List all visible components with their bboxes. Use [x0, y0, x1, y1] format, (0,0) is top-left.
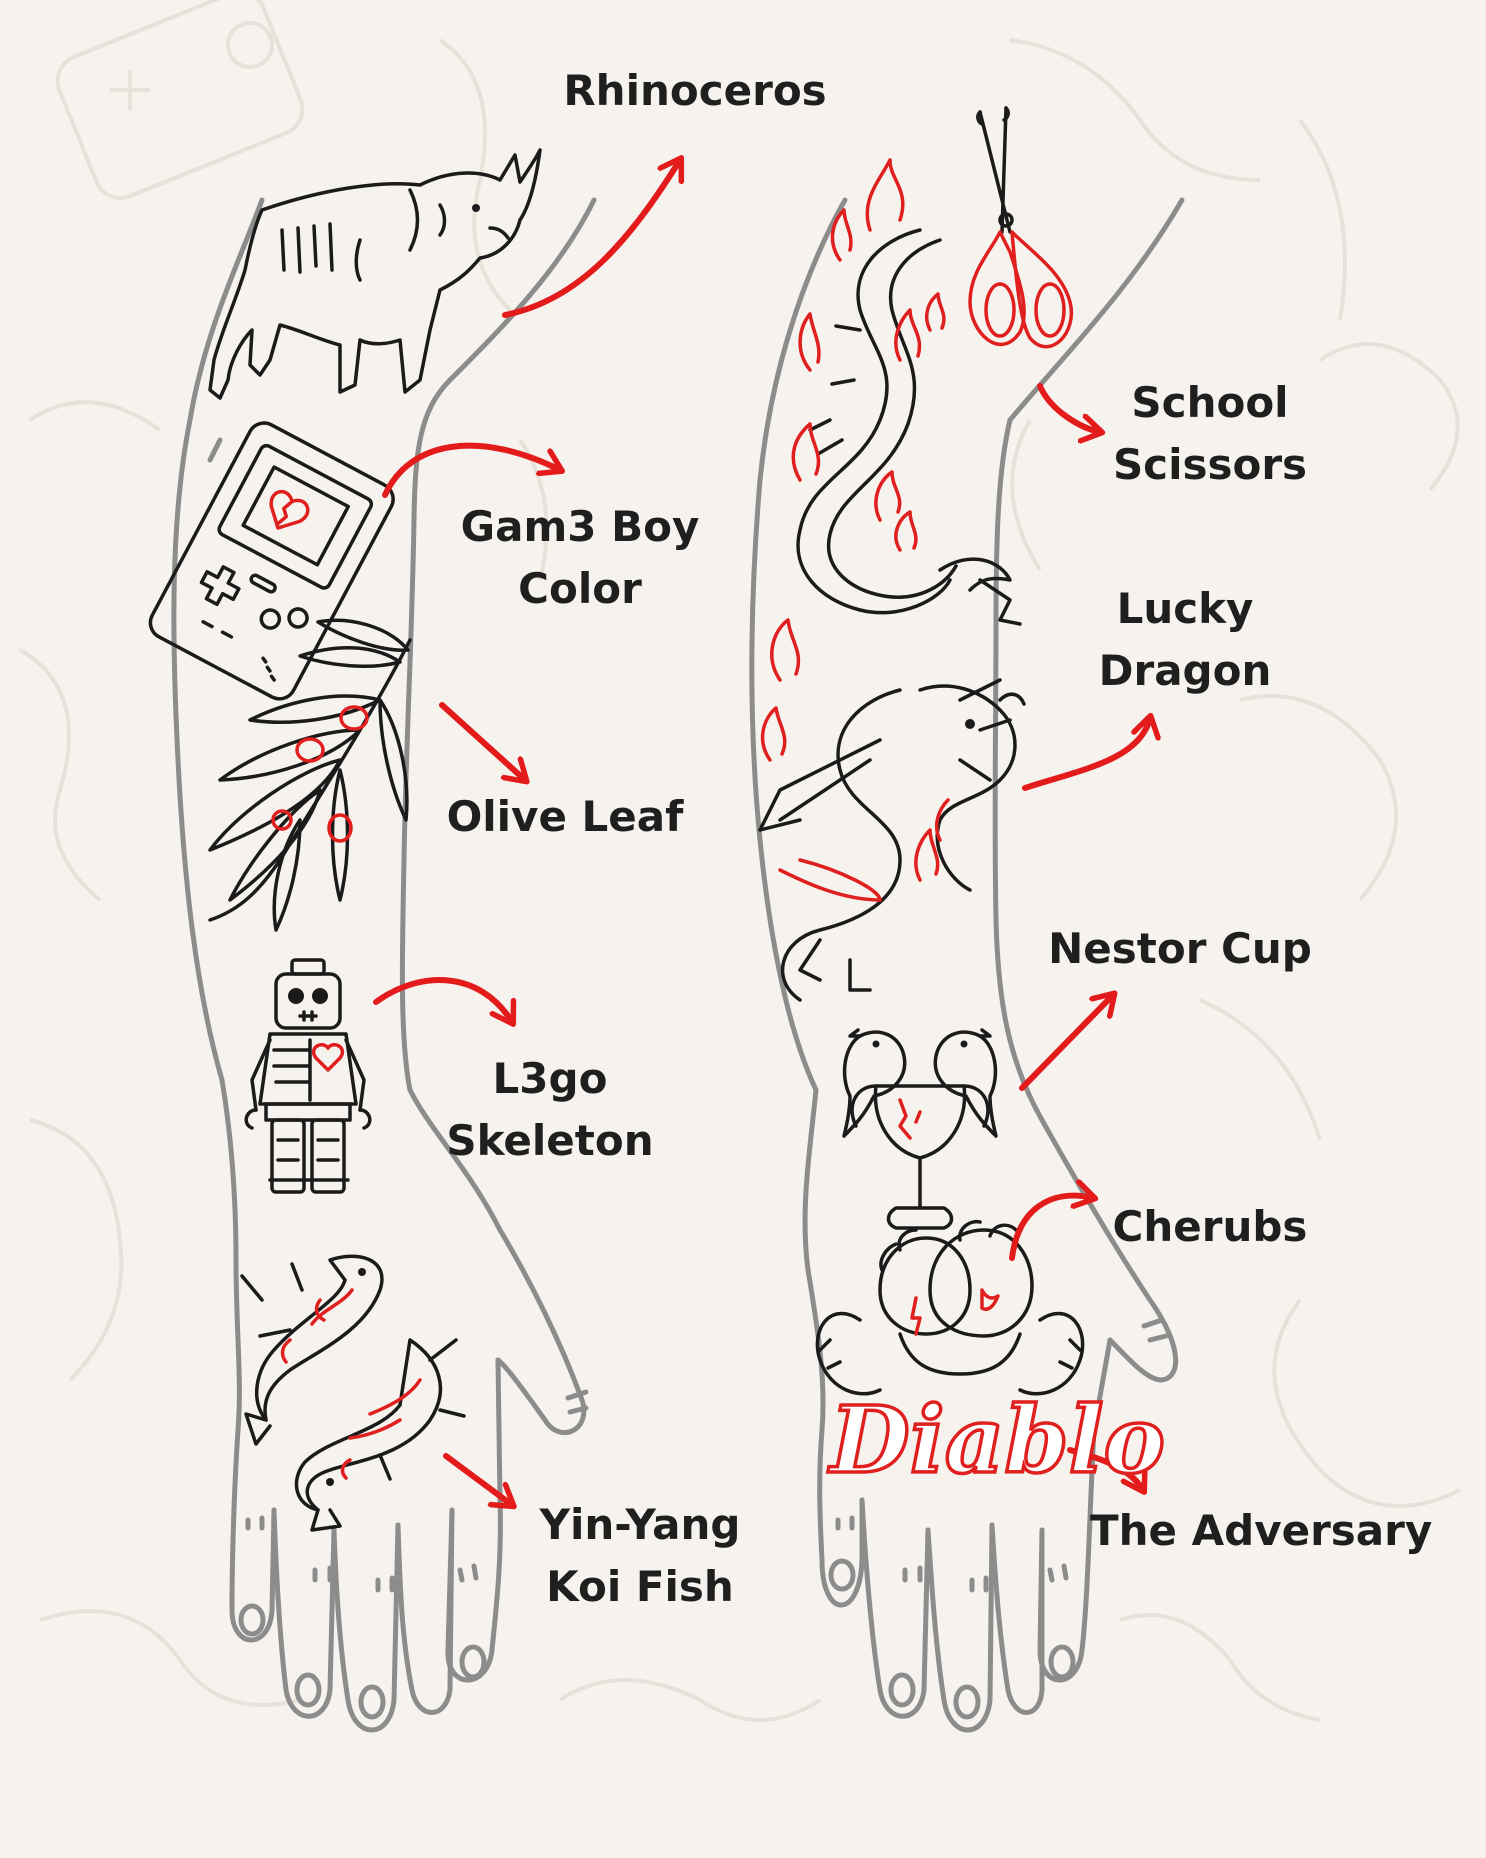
arrow-scissors [1037, 383, 1100, 432]
label-dragon-line-2: Dragon [1098, 646, 1272, 695]
label-adversary-line: The Adversary [1090, 1506, 1433, 1555]
arrow-nestor-cup [1019, 995, 1113, 1091]
left-arm-outline [171, 197, 597, 1733]
arrow-cherubs [1009, 1196, 1093, 1261]
arrow-koi-fish [443, 1453, 512, 1505]
label-dragon: Lucky Dragon [1080, 578, 1290, 702]
label-cherubs-line: Cherubs [1112, 1202, 1308, 1251]
label-olive-leaf: Olive Leaf [440, 786, 690, 848]
arrow-dragon [1022, 718, 1150, 791]
game-boy-tattoo [148, 421, 395, 701]
olive-leaf-tattoo [208, 618, 412, 932]
arrow-lego-skeleton [373, 977, 512, 1022]
label-koi-fish: Yin-Yang Koi Fish [520, 1494, 760, 1618]
label-koi-fish-line-2: Koi Fish [546, 1562, 734, 1611]
label-cherubs: Cherubs [1100, 1196, 1320, 1258]
rhinoceros-tattoo [208, 148, 542, 400]
label-koi-fish-line-1: Yin-Yang [539, 1500, 741, 1549]
label-game-boy-line-1: Gam3 Boy [460, 502, 700, 551]
label-rhinoceros-line: Rhinoceros [563, 66, 827, 115]
label-lego-skeleton: L3go Skeleton [440, 1048, 660, 1172]
label-nestor-cup: Nestor Cup [1040, 918, 1320, 980]
label-game-boy: Gam3 Boy Color [450, 496, 710, 620]
right-arm-outline [749, 197, 1185, 1733]
koi-fish-tattoo [240, 1254, 466, 1532]
label-rhinoceros: Rhinoceros [560, 60, 830, 122]
arrows [373, 160, 1150, 1505]
label-nestor-cup-line: Nestor Cup [1048, 924, 1312, 973]
scissors-tattoo [968, 106, 1074, 349]
label-dragon-line-1: Lucky [1116, 584, 1254, 633]
label-adversary: The Adversary [1090, 1500, 1433, 1562]
arrow-rhinoceros [502, 160, 680, 318]
label-game-boy-line-2: Color [518, 564, 642, 613]
cherubs-tattoo [815, 1219, 1085, 1396]
label-lego-skeleton-line-2: Skeleton [446, 1116, 654, 1165]
diablo-lettering: Diablo [827, 1386, 1165, 1494]
background-doodles [19, 0, 1461, 1722]
label-lego-skeleton-line-1: L3go [492, 1054, 608, 1103]
nestor-cup-tattoo [842, 1028, 998, 1230]
lego-skeleton-tattoo [244, 958, 372, 1194]
label-scissors-line-1: School [1131, 378, 1289, 427]
label-scissors-line-2: Scissors [1112, 440, 1308, 489]
dragon-tattoo [758, 158, 1026, 1002]
arrow-adversary [1067, 1447, 1143, 1490]
label-scissors: School Scissors [1100, 372, 1320, 496]
label-olive-leaf-line: Olive Leaf [446, 792, 684, 841]
arrow-game-boy [382, 442, 560, 498]
arrow-olive-leaf [439, 702, 525, 780]
